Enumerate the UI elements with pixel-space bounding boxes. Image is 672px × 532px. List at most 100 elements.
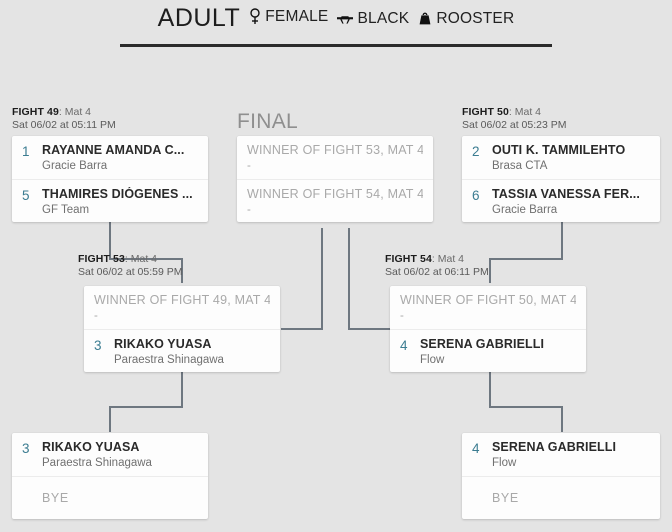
slot-name: BYE (492, 490, 519, 505)
header-tag-gender: FEMALE (249, 8, 328, 26)
match-card-final[interactable]: WINNER OF FIGHT 53, MAT 4 - WINNER OF FI… (237, 136, 433, 222)
slot-seed: 6 (472, 188, 480, 203)
slot-competitor: BYE (42, 491, 198, 506)
slot-competitor: SERENA GABRIELLI Flow (492, 440, 650, 471)
slot-competitor: RIKAKO YUASA Paraestra Shinagawa (42, 440, 198, 471)
fight-meta-50: FIGHT 50: Mat 4 Sat 06/02 at 05:23 PM (462, 106, 567, 132)
slot-name: BYE (42, 490, 69, 505)
fight-meta-54-mat: : Mat 4 (431, 253, 465, 265)
header-tag-weight-label: ROOSTER (436, 9, 515, 27)
slot-seed: 4 (400, 338, 408, 353)
match-slot[interactable]: 1 RAYANNE AMANDA C... Gracie Barra (12, 136, 208, 179)
slot-competitor: THAMIRES DIÓGENES ... GF Team (42, 187, 198, 218)
match-card-fight-50[interactable]: 2 OUTI K. TAMMILEHTO Brasa CTA 6 TASSIA … (462, 136, 660, 222)
match-slot[interactable]: 3 RIKAKO YUASA Paraestra Shinagawa (84, 329, 280, 372)
fight-meta-53-mat: : Mat 4 (124, 253, 158, 265)
slot-seed (472, 498, 492, 499)
fight-meta-54-line1: FIGHT 54: Mat 4 (385, 253, 489, 266)
fight-meta-54-time: Sat 06/02 at 06:11 PM (385, 266, 489, 278)
fight-meta-53-number: FIGHT 53 (78, 253, 125, 265)
match-card-round1-left[interactable]: 3 RIKAKO YUASA Paraestra Shinagawa BYE (12, 433, 208, 519)
fight-meta-49-number: FIGHT 49 (12, 106, 59, 118)
slot-name: WINNER OF FIGHT 49, MAT 4 (94, 293, 270, 307)
header-tag-belt: BLACK (337, 10, 409, 28)
match-slot[interactable]: 4 SERENA GABRIELLI Flow (462, 433, 660, 476)
slot-competitor: BYE (492, 491, 650, 506)
slot-competitor: SERENA GABRIELLI Flow (420, 337, 576, 368)
header-tag-belt-label: BLACK (357, 10, 410, 27)
weight-icon (418, 12, 432, 25)
slot-team: - (247, 160, 251, 172)
match-slot[interactable]: WINNER OF FIGHT 50, MAT 4 - (390, 286, 586, 329)
fight-meta-54-number: FIGHT 54 (385, 253, 432, 265)
slot-competitor: OUTI K. TAMMILEHTO Brasa CTA (492, 143, 650, 174)
bracket-header: ADULT FEMALE (0, 0, 672, 52)
slot-competitor: RIKAKO YUASA Paraestra Shinagawa (114, 337, 270, 368)
fight-meta-49-time: Sat 06/02 at 05:11 PM (12, 119, 116, 131)
slot-competitor: WINNER OF FIGHT 50, MAT 4 - (400, 293, 576, 324)
fight-meta-50-number: FIGHT 50 (462, 106, 509, 118)
match-slot[interactable]: WINNER OF FIGHT 49, MAT 4 - (84, 286, 280, 329)
belt-knot-icon (337, 13, 354, 25)
slot-team: Flow (420, 354, 445, 366)
slot-seed: 5 (22, 188, 30, 203)
slot-seed: 4 (472, 441, 480, 456)
fight-meta-49-line1: FIGHT 49: Mat 4 (12, 106, 116, 119)
slot-name: SERENA GABRIELLI (420, 337, 545, 351)
slot-team: Gracie Barra (492, 204, 558, 216)
slot-name: RIKAKO YUASA (42, 440, 140, 454)
fight-meta-53: FIGHT 53: Mat 4 Sat 06/02 at 05:59 PM (78, 253, 183, 279)
slot-competitor: WINNER OF FIGHT 53, MAT 4 - (247, 143, 423, 174)
fight-meta-53-line1: FIGHT 53: Mat 4 (78, 253, 183, 266)
slot-name: OUTI K. TAMMILEHTO (492, 143, 626, 157)
slot-team: Paraestra Shinagawa (42, 457, 152, 469)
match-card-fight-54[interactable]: WINNER OF FIGHT 50, MAT 4 - 4 SERENA GAB… (390, 286, 586, 372)
slot-team: - (94, 310, 98, 322)
fight-meta-50-time: Sat 06/02 at 05:23 PM (462, 119, 567, 131)
header-divider (120, 44, 552, 47)
slot-name: RAYANNE AMANDA C... (42, 143, 185, 157)
match-slot-bye[interactable]: BYE (462, 476, 660, 519)
slot-name: RIKAKO YUASA (114, 337, 212, 351)
fight-meta-49-mat: : Mat 4 (58, 106, 92, 118)
match-slot[interactable]: 3 RIKAKO YUASA Paraestra Shinagawa (12, 433, 208, 476)
slot-name: WINNER OF FIGHT 54, MAT 4 (247, 187, 423, 201)
slot-seed (22, 498, 42, 499)
slot-name: TASSIA VANESSA FER... (492, 187, 640, 201)
slot-name: WINNER OF FIGHT 50, MAT 4 (400, 293, 576, 307)
slot-team: GF Team (42, 204, 90, 216)
slot-team: Flow (492, 457, 517, 469)
slot-name: SERENA GABRIELLI (492, 440, 617, 454)
fight-meta-50-line1: FIGHT 50: Mat 4 (462, 106, 567, 119)
page-title: ADULT (157, 4, 241, 32)
final-label: FINAL (237, 110, 299, 133)
match-slot-bye[interactable]: BYE (12, 476, 208, 519)
match-slot[interactable]: WINNER OF FIGHT 54, MAT 4 - (237, 179, 433, 222)
match-slot[interactable]: 6 TASSIA VANESSA FER... Gracie Barra (462, 179, 660, 222)
fight-meta-54: FIGHT 54: Mat 4 Sat 06/02 at 06:11 PM (385, 253, 489, 279)
match-card-fight-53[interactable]: WINNER OF FIGHT 49, MAT 4 - 3 RIKAKO YUA… (84, 286, 280, 372)
slot-competitor: WINNER OF FIGHT 49, MAT 4 - (94, 293, 270, 324)
header-tag-gender-label: FEMALE (265, 7, 329, 25)
match-slot[interactable]: 5 THAMIRES DIÓGENES ... GF Team (12, 179, 208, 222)
fight-meta-50-mat: : Mat 4 (508, 106, 542, 118)
match-card-round1-right[interactable]: 4 SERENA GABRIELLI Flow BYE (462, 433, 660, 519)
fight-meta-49: FIGHT 49: Mat 4 Sat 06/02 at 05:11 PM (12, 106, 116, 132)
match-slot[interactable]: 4 SERENA GABRIELLI Flow (390, 329, 586, 372)
match-slot[interactable]: WINNER OF FIGHT 53, MAT 4 - (237, 136, 433, 179)
slot-name: THAMIRES DIÓGENES ... (42, 187, 193, 201)
slot-team: - (247, 204, 251, 216)
match-slot[interactable]: 2 OUTI K. TAMMILEHTO Brasa CTA (462, 136, 660, 179)
slot-competitor: WINNER OF FIGHT 54, MAT 4 - (247, 187, 423, 218)
slot-competitor: RAYANNE AMANDA C... Gracie Barra (42, 143, 198, 174)
slot-seed: 3 (94, 338, 102, 353)
match-card-fight-49[interactable]: 1 RAYANNE AMANDA C... Gracie Barra 5 THA… (12, 136, 208, 222)
slot-competitor: TASSIA VANESSA FER... Gracie Barra (492, 187, 650, 218)
slot-name: WINNER OF FIGHT 53, MAT 4 (247, 143, 423, 157)
slot-team: Gracie Barra (42, 160, 108, 172)
slot-team: Paraestra Shinagawa (114, 354, 224, 366)
female-gender-icon (249, 8, 261, 25)
fight-meta-53-time: Sat 06/02 at 05:59 PM (78, 266, 183, 278)
slot-team: - (400, 310, 404, 322)
